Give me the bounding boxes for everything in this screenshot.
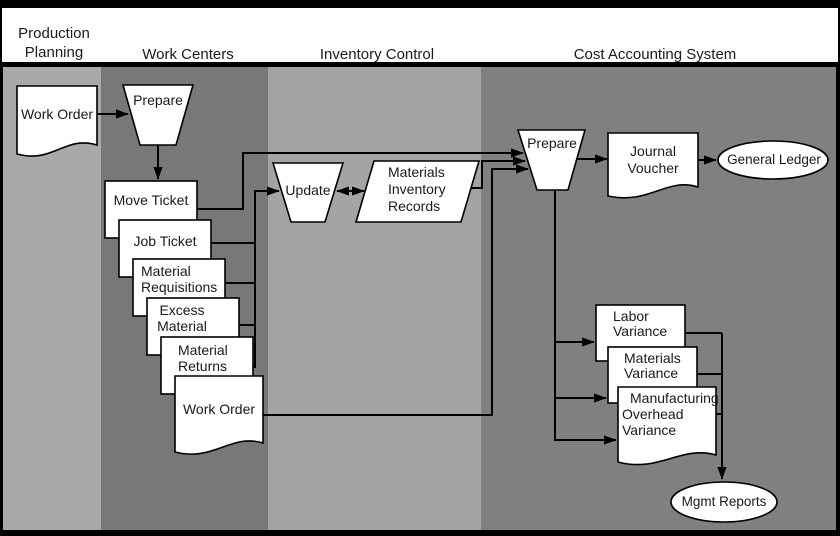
update-manual-operation bbox=[271, 162, 345, 223]
label-line: Variance bbox=[622, 422, 677, 438]
prepare-wc-label: Prepare bbox=[133, 92, 183, 108]
label-line: Materials bbox=[624, 350, 681, 366]
journal-voucher-document bbox=[607, 132, 699, 199]
connector-moveticket-to-prepare-ca bbox=[197, 148, 524, 210]
lane-title-cost-accounting-system: Cost Accounting System bbox=[573, 46, 737, 63]
move-ticket-label: Move Ticket bbox=[113, 192, 189, 208]
label-line: Variance bbox=[624, 365, 679, 381]
connector-collector-to-update bbox=[254, 186, 280, 367]
label-line: Variance bbox=[613, 323, 668, 339]
connector-records-to-prepare-ca bbox=[471, 156, 526, 189]
general-ledger-label: General Ledger bbox=[727, 152, 821, 167]
lane-title-line: Planning bbox=[24, 44, 84, 61]
label-line: Material bbox=[157, 318, 207, 334]
label-line: Material bbox=[141, 263, 191, 279]
prepare-ca-manual-operation bbox=[516, 129, 587, 191]
label-line: Overhead bbox=[622, 406, 684, 422]
connector-workorder-wc-to-prepare-ca bbox=[263, 164, 529, 416]
label-line: Labor bbox=[613, 308, 649, 324]
general-ledger-ellipse bbox=[717, 140, 829, 180]
mgmt-reports-ellipse bbox=[670, 481, 778, 523]
label-line: Voucher bbox=[627, 160, 679, 176]
label-line: Excess bbox=[159, 302, 205, 318]
label-line: Requisitions bbox=[141, 279, 218, 295]
label-line: Materials bbox=[388, 164, 445, 180]
label-line: Returns bbox=[178, 358, 228, 374]
prepare-ca-label: Prepare bbox=[527, 135, 577, 151]
lane-title-inventory-control: Inventory Control bbox=[319, 46, 435, 63]
manufacturing-overhead-variance-document bbox=[617, 386, 717, 466]
work-order-pp-document bbox=[16, 85, 98, 157]
work-order-wc-label: Work Order bbox=[182, 401, 256, 417]
prepare-wc-manual-operation bbox=[121, 84, 195, 146]
lane-title-work-centers: Work Centers bbox=[142, 46, 234, 63]
label-line: Inventory bbox=[388, 181, 446, 197]
label-line: Journal bbox=[630, 143, 676, 159]
work-order-pp-label: Work Order bbox=[20, 106, 94, 122]
lane-inventory-control bbox=[268, 67, 481, 530]
update-label: Update bbox=[285, 182, 331, 198]
materials-inventory-records-parallelogram bbox=[354, 160, 481, 223]
label-line: Records bbox=[388, 198, 441, 214]
work-order-wc-document bbox=[174, 375, 264, 455]
lane-title-line: Production bbox=[18, 25, 90, 42]
job-ticket-label: Job Ticket bbox=[133, 233, 197, 249]
label-line: Manufacturing bbox=[630, 390, 719, 406]
label-line: Material bbox=[178, 342, 228, 358]
mgmt-reports-label: Mgmt Reports bbox=[681, 494, 767, 509]
